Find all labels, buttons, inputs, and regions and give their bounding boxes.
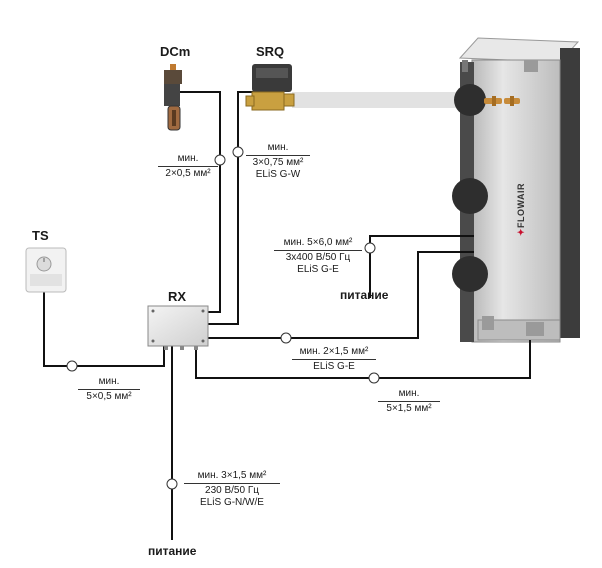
rx-power-line3: ELiS G-N/W/E	[200, 497, 264, 508]
dcm-cable-line2: 2×0,5 мм²	[165, 168, 211, 179]
ts-cable-line1: мин.	[98, 376, 120, 387]
wire-dcm-rx	[180, 91, 221, 313]
srq-cable-line1: мин.	[267, 142, 289, 153]
srq-cable-label: мин. 3×0,75 мм² ELiS G-W	[246, 142, 310, 181]
motor-cable-line2: 5×1,5 мм²	[386, 403, 432, 414]
ts-cable-label: мин. 5×0,5 мм²	[78, 376, 140, 403]
marker-srq	[232, 146, 244, 158]
brand-text: FLOWAIR	[516, 182, 526, 228]
water-connectors	[484, 96, 520, 106]
unit-power-cable-label: мин. 5×6,0 мм² 3x400 В/50 Гц ELiS G-E	[274, 237, 362, 276]
dcm-cable-label: мин. 2×0,5 мм²	[158, 153, 218, 180]
wire-power-unit	[369, 235, 474, 298]
cable-markers	[66, 146, 380, 490]
dcm-cable-line1: мин.	[177, 153, 199, 164]
motor-cable-line1: мин.	[398, 388, 420, 399]
rx-box	[147, 305, 209, 350]
srq-valve	[245, 64, 295, 111]
srq-cable-line2: 3×0,75 мм²	[252, 157, 304, 168]
unit-power-line2: 3x400 В/50 Гц	[285, 252, 351, 263]
marker-motor	[368, 372, 380, 384]
marker-rx-unit	[280, 332, 292, 344]
marker-power-unit	[364, 242, 376, 254]
unit-power-supply-label: питание	[340, 288, 389, 302]
rx-unit-line2: ELiS G-E	[313, 361, 355, 372]
motor-cable-label: мин. 5×1,5 мм²	[378, 388, 440, 415]
marker-ts	[66, 360, 78, 372]
marker-dcm	[214, 154, 226, 166]
water-pipe-band	[292, 92, 474, 108]
rx-power-line1: мин. 3×1,5 мм²	[197, 470, 267, 481]
ts-cable-line2: 5×0,5 мм²	[86, 391, 132, 402]
srq-cable-line3: ELiS G-W	[255, 169, 301, 180]
rx-unit-line1: мин. 2×1,5 мм²	[299, 346, 369, 357]
ts-controller	[25, 247, 67, 293]
wire-srq-rx	[208, 91, 258, 325]
brand-logo: ✦FLOWAIR	[516, 156, 530, 236]
wires	[43, 91, 531, 540]
marker-rx-power	[166, 478, 178, 490]
rx-title: RX	[168, 289, 187, 304]
srq-title: SRQ	[256, 44, 285, 59]
dcm-door-contact	[164, 64, 182, 131]
air-curtain-unit	[452, 37, 580, 343]
rx-power-line2: 230 В/50 Гц	[205, 485, 259, 496]
unit-power-line1: мин. 5×6,0 мм²	[283, 237, 353, 248]
rx-unit-cable-label: мин. 2×1,5 мм² ELiS G-E	[292, 346, 376, 373]
dcm-title: DCm	[160, 44, 191, 59]
ts-title: TS	[32, 228, 49, 243]
rx-power-cable-label: мин. 3×1,5 мм² 230 В/50 Гц ELiS G-N/W/E	[184, 470, 280, 509]
flowair-mark-icon: ✦	[516, 227, 526, 236]
wire-rx-motor	[195, 340, 531, 379]
wire-ts-rx	[43, 288, 165, 367]
wire-rx-unit	[208, 251, 474, 339]
rx-power-supply-label: питание	[148, 544, 197, 558]
unit-power-line3: ELiS G-E	[297, 264, 339, 275]
